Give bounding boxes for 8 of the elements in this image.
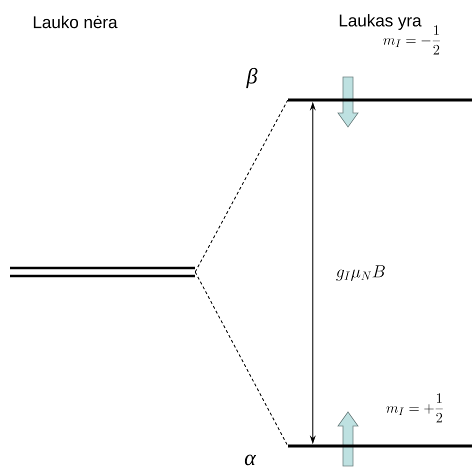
level-symbol: α <box>244 454 256 466</box>
dashed-line <box>194 271 288 446</box>
edge-label: $g_I \mu_N B$ <box>336 265 385 281</box>
dashed-line <box>194 100 288 272</box>
heading: Lauko nėra <box>34 16 118 28</box>
level-symbol: β <box>246 68 258 88</box>
energy-level <box>10 266 195 278</box>
quantum-number: $m_I = +\frac{1}{2}$ <box>386 393 443 422</box>
